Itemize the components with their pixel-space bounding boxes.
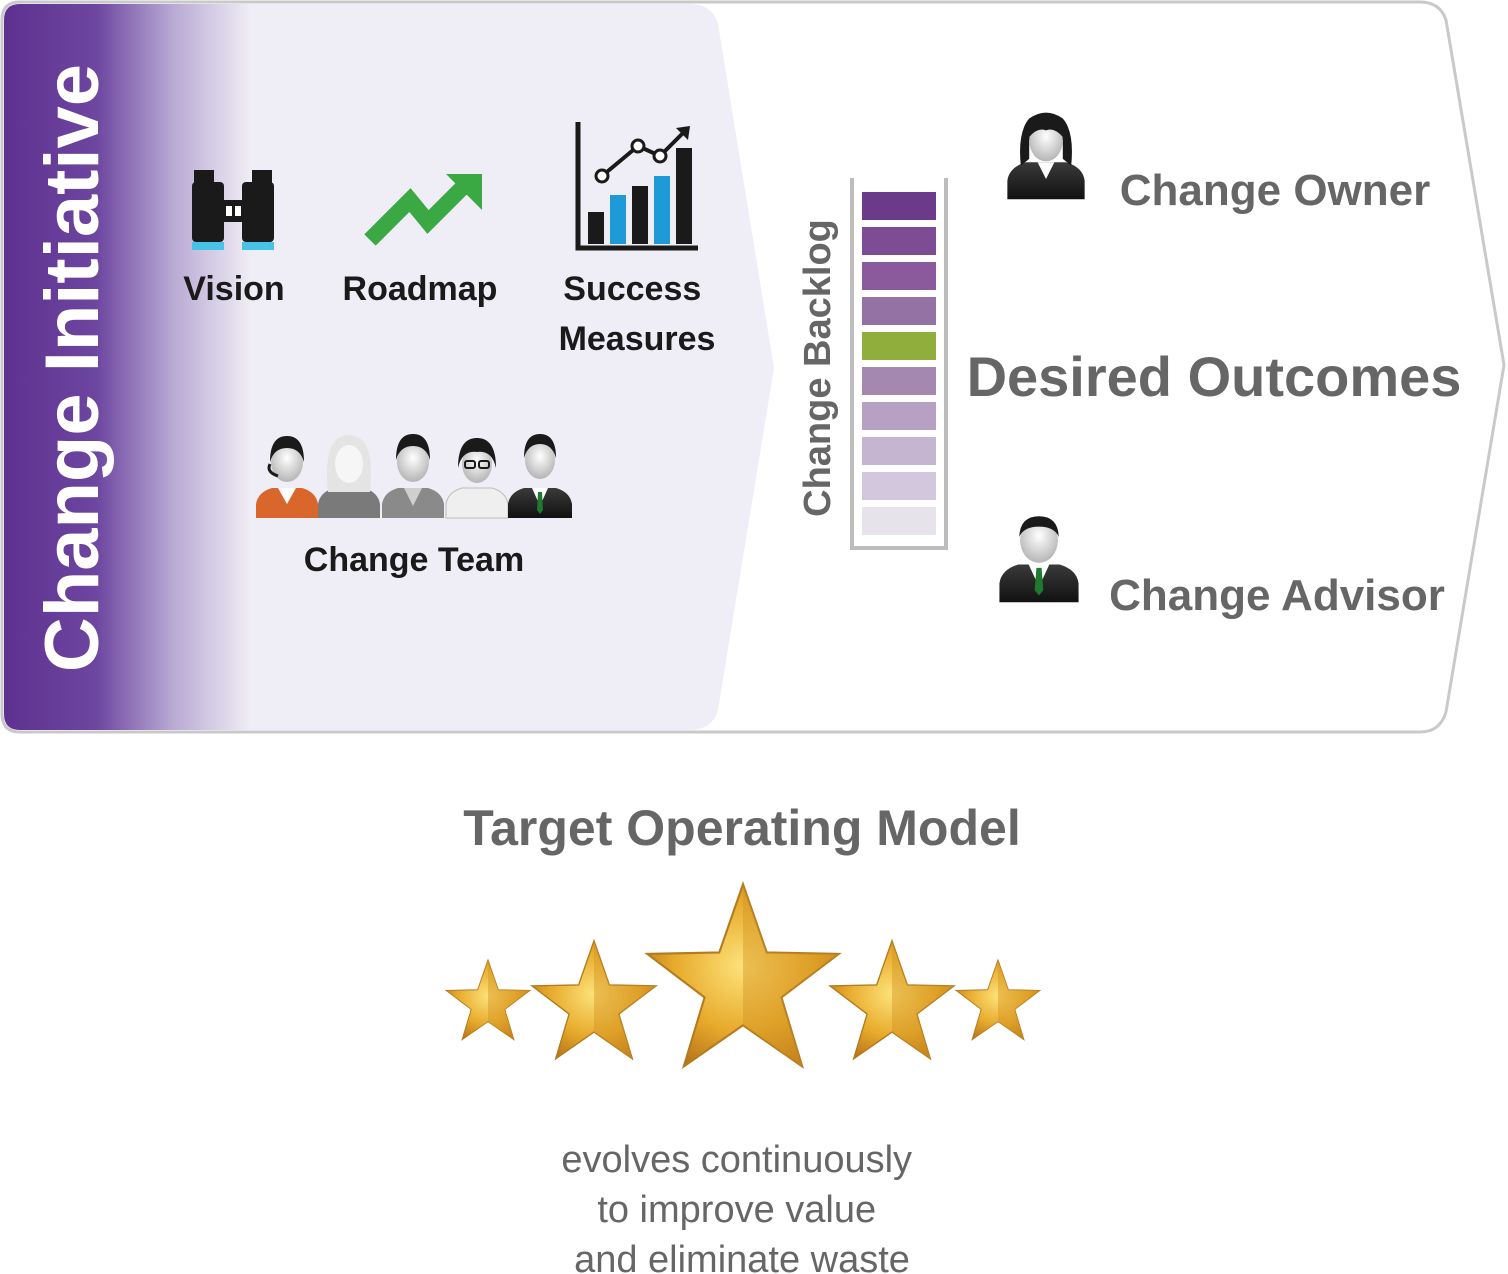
backlog-item <box>862 507 936 535</box>
backlog-item <box>862 402 936 430</box>
vision-label: Vision <box>183 270 284 308</box>
caption-line-2: to improve value <box>597 1189 876 1231</box>
backlog-stack <box>850 178 948 550</box>
star-icon <box>445 959 531 1041</box>
backlog-item <box>862 332 936 360</box>
change-owner-label: Change Owner <box>1120 166 1431 215</box>
success-measures-label: Success Measures <box>559 270 716 358</box>
trend-arrow-icon <box>364 174 482 246</box>
initiative-panel <box>4 4 774 730</box>
desired-outcomes-label: Desired Outcomes <box>967 345 1462 408</box>
caption-line-3: and eliminate waste <box>574 1239 910 1274</box>
model-caption: evolves continuously to improve value an… <box>561 1139 922 1274</box>
star-icon <box>955 959 1041 1041</box>
star-icon <box>646 883 840 1068</box>
backlog-item <box>862 192 936 220</box>
backlog-item <box>862 437 936 465</box>
backlog-label: Change Backlog <box>797 219 839 517</box>
caption-line-1: evolves continuously <box>561 1139 912 1181</box>
star-icon <box>829 940 955 1060</box>
model-title: Target Operating Model <box>463 800 1020 856</box>
roadmap-label: Roadmap <box>343 270 498 308</box>
success-label-line-2: Measures <box>559 320 716 358</box>
backlog-item <box>862 297 936 325</box>
backlog-item <box>862 472 936 500</box>
team-icon <box>256 434 572 519</box>
initiative-title: Change Initiative <box>30 64 115 672</box>
backlog-item <box>862 227 936 255</box>
rating-stars <box>445 883 1041 1068</box>
binoculars-icon <box>192 170 274 250</box>
chart-icon <box>575 122 698 251</box>
change-advisor-label: Change Advisor <box>1109 571 1445 620</box>
star-icon <box>531 940 657 1060</box>
backlog-item <box>862 262 936 290</box>
success-label-line-1: Success <box>563 270 701 308</box>
backlog-item <box>862 367 936 395</box>
change-team-label: Change Team <box>304 541 524 579</box>
